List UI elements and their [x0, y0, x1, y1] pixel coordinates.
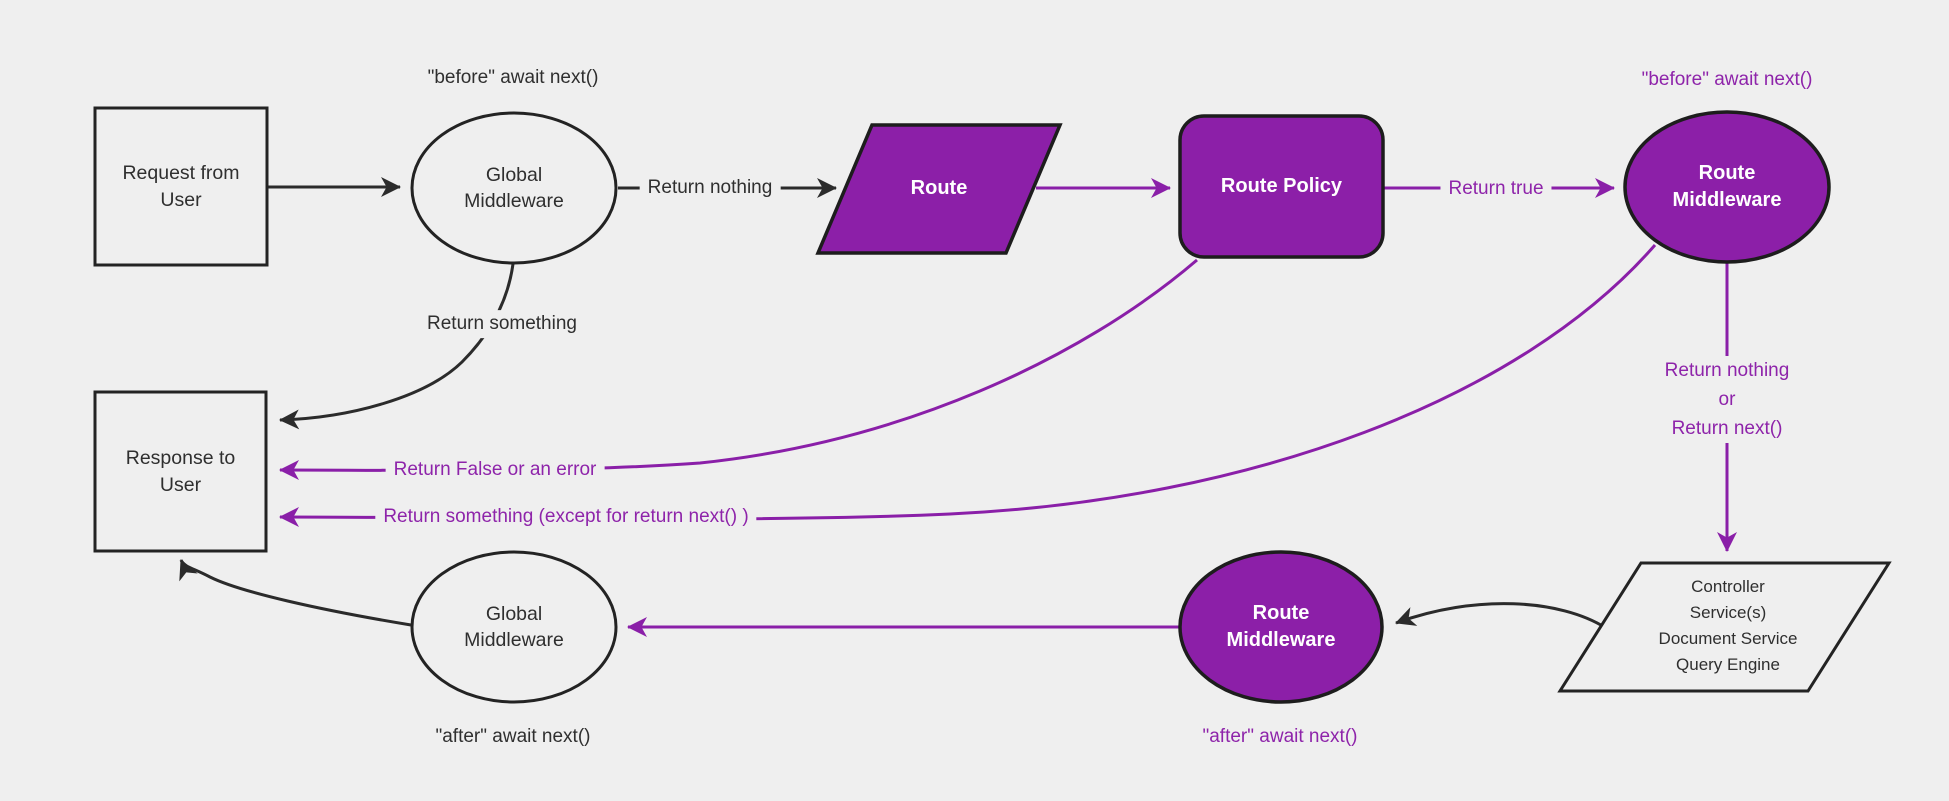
route-parallelogram [815, 123, 1063, 255]
request-from-user-box [93, 106, 269, 267]
edge-globalbottom-to-response [179, 559, 412, 627]
return-nothing-or-next-line: Return next() [1671, 418, 1783, 439]
controller-line: Query Engine [1676, 655, 1780, 674]
controller-services-parallelogram [1557, 561, 1892, 693]
return-false-or-error-label: Return False or an error [385, 456, 605, 484]
controller-services-label: Controller Service(s) Document Service Q… [1620, 574, 1836, 678]
route-label: Route [910, 176, 968, 199]
route-middleware-bottom-ellipse [1178, 550, 1384, 704]
return-true-label: Return true [1440, 175, 1552, 203]
route-middleware-top-ellipse [1623, 110, 1831, 264]
after-await-next-mid-label: "after" await next() [1194, 723, 1366, 751]
route-middleware-top-label: Route Middleware [1672, 162, 1782, 211]
return-nothing-or-next-line: or [1718, 389, 1736, 410]
edge-globaltop-to-response [279, 263, 515, 430]
return-something-label: Return something [419, 310, 585, 338]
after-await-next-left-label: "after" await next() [427, 723, 599, 751]
edge-policy-to-response [279, 258, 1198, 481]
before-await-next-top-label: "before" await next() [419, 64, 607, 92]
before-await-next-right-label: "before" await next() [1633, 66, 1821, 94]
global-middleware-bottom-ellipse [410, 550, 618, 704]
global-middleware-top-label: Global Middleware [464, 163, 564, 212]
route-middleware-bottom-label: Route Middleware [1226, 602, 1336, 651]
return-nothing-label: Return nothing [639, 174, 781, 202]
controller-line: Service(s) [1689, 603, 1767, 622]
return-something-except-label: Return something (except for return next… [375, 503, 757, 531]
controller-line: Controller [1691, 577, 1765, 596]
global-middleware-top-ellipse [410, 111, 618, 265]
route-policy-box [1178, 114, 1385, 259]
global-middleware-bottom-label: Global Middleware [464, 602, 564, 651]
route-policy-label: Route Policy [1220, 175, 1343, 197]
edge-controller-to-routemwbottom [1395, 602, 1607, 630]
request-from-user-label: Request from User [122, 162, 240, 211]
return-nothing-or-next-label: Return nothing or Return next() [1617, 356, 1837, 443]
response-to-user-label: Response to User [125, 447, 236, 496]
response-to-user-box [93, 390, 268, 553]
controller-line: Document Service [1658, 629, 1798, 648]
return-nothing-or-next-line: Return nothing [1664, 360, 1790, 381]
